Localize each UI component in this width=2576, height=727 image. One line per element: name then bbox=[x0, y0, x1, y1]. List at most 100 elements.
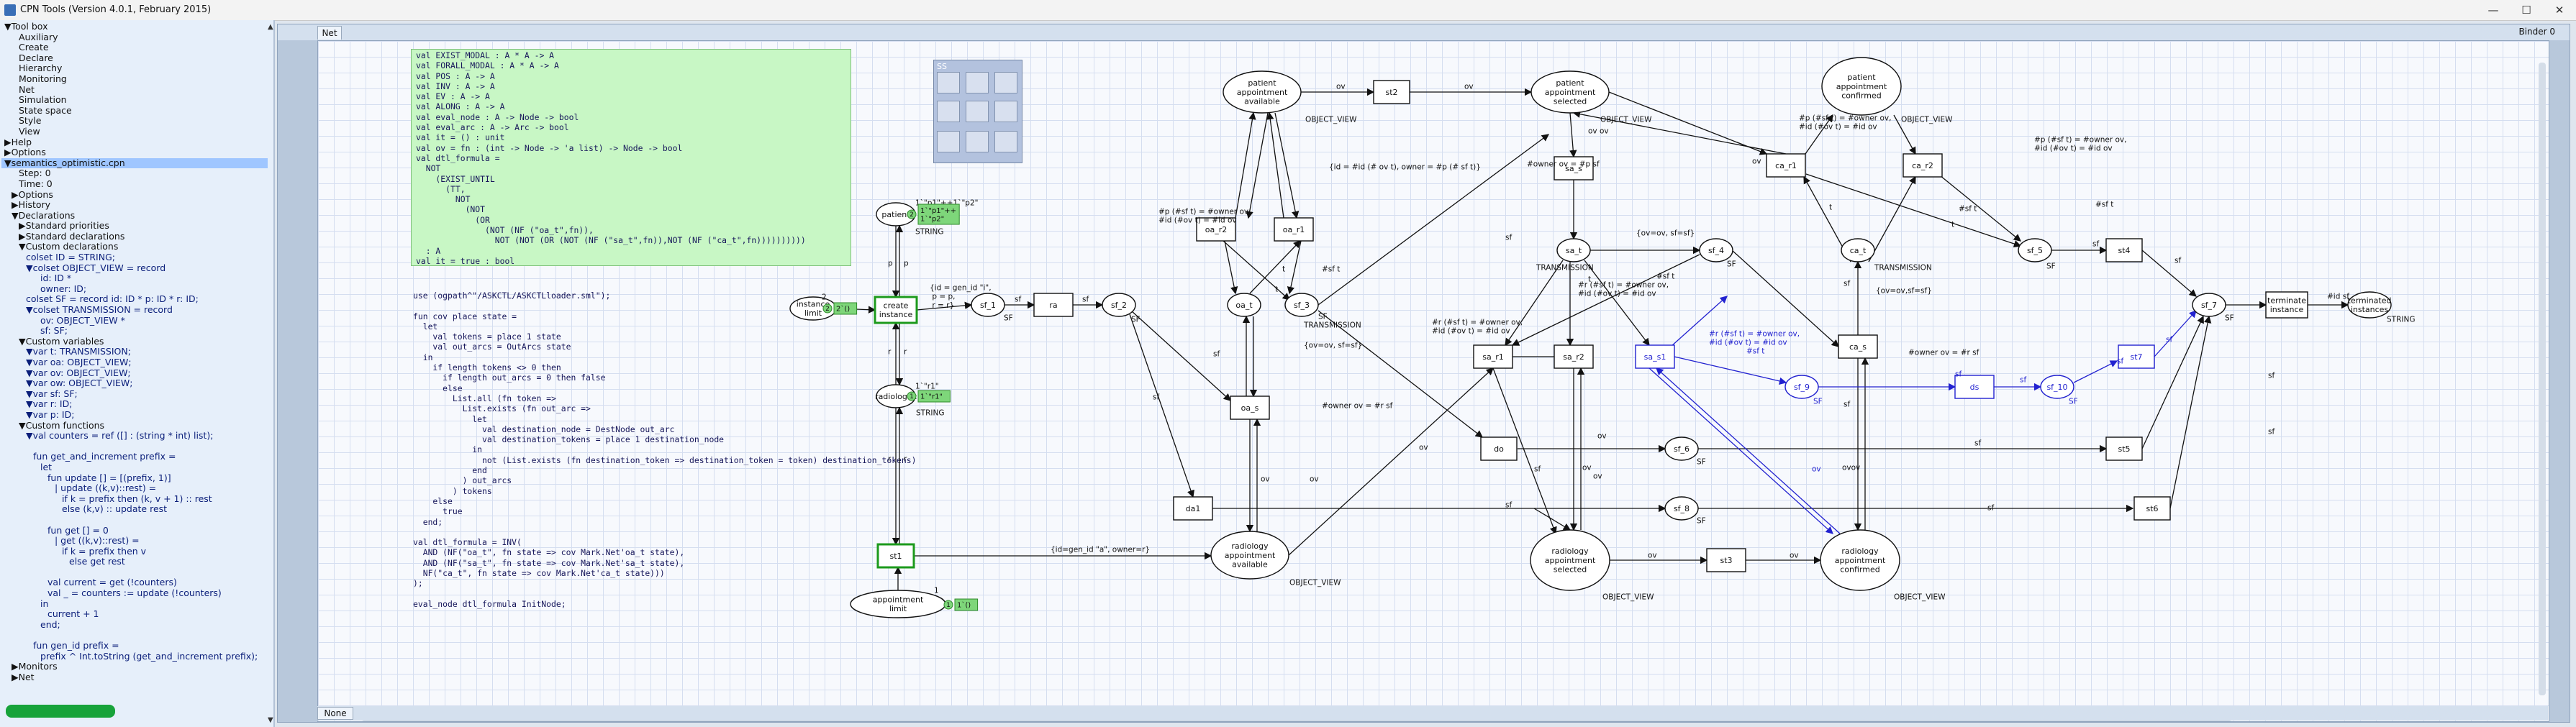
arc[interactable] bbox=[1805, 173, 2022, 248]
transition-st7[interactable] bbox=[2118, 344, 2155, 369]
arc[interactable] bbox=[1868, 175, 1916, 262]
transition-sa_r1[interactable] bbox=[1473, 344, 1513, 369]
tree-item[interactable]: Monitoring bbox=[19, 73, 67, 84]
tree-item[interactable]: State space bbox=[19, 105, 72, 116]
arc-highlighted[interactable] bbox=[2154, 310, 2197, 357]
place-sf_6[interactable] bbox=[1664, 436, 1699, 461]
arc[interactable] bbox=[1505, 260, 1564, 347]
transition-st2[interactable] bbox=[1373, 80, 1410, 104]
token-marking-box[interactable] bbox=[954, 598, 979, 611]
ss-tool-icon[interactable] bbox=[994, 72, 1017, 93]
tree-item[interactable]: else get rest bbox=[69, 557, 125, 567]
place-oa_t[interactable] bbox=[1227, 293, 1261, 317]
tree-item[interactable]: fun get_and_increment prefix = bbox=[33, 452, 176, 462]
tree-item[interactable]: ▼semantics_optimistic.cpn bbox=[1, 157, 268, 169]
place-terminated_instances[interactable] bbox=[2347, 291, 2392, 319]
tree-item[interactable]: Auxiliary bbox=[19, 32, 58, 42]
tree-item[interactable]: Time: 0 bbox=[19, 178, 53, 189]
ss-tool-icon[interactable] bbox=[937, 131, 960, 152]
arc[interactable] bbox=[2141, 250, 2197, 297]
tree-item[interactable]: prefix ^ Int.toString (get_and_increment… bbox=[40, 651, 258, 662]
place-sf_7[interactable] bbox=[2192, 293, 2226, 317]
tree-item[interactable]: current + 1 bbox=[47, 609, 99, 620]
tree-item[interactable]: fun update [] = [(prefix, 1)] bbox=[47, 472, 171, 483]
arc[interactable] bbox=[1266, 111, 1284, 219]
tree-item[interactable]: in bbox=[40, 598, 49, 609]
token-count-marker[interactable] bbox=[907, 391, 917, 401]
tree-item[interactable]: View bbox=[19, 126, 40, 137]
minimize-button[interactable]: — bbox=[2487, 4, 2499, 17]
ml-evaluation-text[interactable]: use (ogpath^"/ASKCTL/ASKCTLloader.sml");… bbox=[413, 291, 917, 609]
arc[interactable] bbox=[916, 301, 973, 311]
transition-oa_r2[interactable] bbox=[1196, 217, 1236, 242]
tree-item[interactable]: colset SF = record id: ID * p: ID * r: I… bbox=[26, 294, 199, 305]
tree-item[interactable]: id: ID * bbox=[40, 273, 72, 284]
place-sf_5[interactable] bbox=[2018, 238, 2052, 262]
token-count-marker[interactable] bbox=[822, 303, 833, 314]
transition-oa_s[interactable] bbox=[1230, 395, 1270, 420]
arc-highlighted[interactable] bbox=[1656, 367, 1841, 534]
transition-sa_s1[interactable] bbox=[1635, 344, 1675, 369]
transition-ca_r2[interactable] bbox=[1902, 153, 1943, 178]
tree-item[interactable]: val _ = counters := update (!counters) bbox=[47, 588, 222, 599]
tree-item[interactable]: Create bbox=[19, 42, 49, 53]
tree-item[interactable]: ▶Standard priorities bbox=[19, 221, 109, 232]
place-radiology_appointment_available[interactable] bbox=[1210, 531, 1289, 580]
tree-item[interactable]: ▶Help bbox=[4, 137, 32, 147]
tree-item[interactable]: fun get [] = 0 bbox=[47, 525, 109, 536]
tree-item[interactable]: end; bbox=[40, 619, 60, 630]
vertical-scrollbar[interactable] bbox=[2539, 63, 2546, 695]
tree-item[interactable] bbox=[1, 567, 268, 578]
arc[interactable] bbox=[1511, 254, 1700, 346]
declaration-result-box[interactable] bbox=[411, 49, 851, 266]
tree-item[interactable]: ▼var t: TRANSMISSION; bbox=[26, 347, 131, 357]
token-marking-box[interactable] bbox=[917, 204, 960, 225]
transition-st6[interactable] bbox=[2133, 496, 2171, 521]
place-radiology_appointment_selected[interactable] bbox=[1530, 529, 1610, 591]
arc[interactable] bbox=[2141, 315, 2204, 449]
arc-highlighted[interactable] bbox=[2073, 360, 2118, 383]
transition-ca_r1[interactable] bbox=[1766, 153, 1806, 178]
transition-terminate_instance[interactable] bbox=[2265, 291, 2308, 319]
place-sf_1[interactable] bbox=[971, 293, 1005, 317]
arc[interactable] bbox=[2169, 315, 2212, 509]
place-patient_appointment_confirmed[interactable] bbox=[1821, 57, 1902, 116]
arc[interactable] bbox=[1731, 250, 1839, 347]
arc[interactable] bbox=[1246, 112, 1269, 219]
tree-item[interactable]: ▼var ow: OBJECT_VIEW; bbox=[26, 378, 133, 389]
arc[interactable] bbox=[1288, 367, 1494, 556]
tree-item[interactable]: ▶Standard declarations bbox=[19, 231, 125, 242]
arc[interactable] bbox=[1235, 111, 1256, 219]
tree-item[interactable]: ▼val counters = ref ([] : (string * int)… bbox=[26, 431, 214, 442]
transition-create_instance[interactable] bbox=[874, 296, 918, 324]
tree-item[interactable]: Step: 0 bbox=[19, 168, 51, 179]
tree-item[interactable]: colset ID = STRING; bbox=[26, 252, 115, 263]
arc[interactable] bbox=[1249, 240, 1301, 294]
maximize-button[interactable]: ☐ bbox=[2521, 4, 2531, 17]
tree-item[interactable]: ▼Custom variables bbox=[19, 336, 104, 347]
arc[interactable] bbox=[1608, 91, 1768, 155]
arc[interactable] bbox=[1893, 114, 1916, 155]
scroll-down-icon[interactable]: ▼ bbox=[268, 716, 273, 724]
arc[interactable] bbox=[1584, 260, 1650, 347]
arc-highlighted[interactable] bbox=[1674, 356, 1787, 385]
tree-item[interactable] bbox=[1, 630, 268, 641]
token-marking-box[interactable] bbox=[917, 390, 951, 403]
tree-item[interactable]: ▼Custom declarations bbox=[19, 242, 119, 252]
tree-item[interactable]: ▼Custom functions bbox=[19, 420, 105, 431]
arc[interactable] bbox=[1318, 134, 1550, 306]
tree-item[interactable]: Net bbox=[19, 84, 35, 95]
arc[interactable] bbox=[1492, 367, 1557, 535]
tree-item[interactable]: ov: OBJECT_VIEW * bbox=[40, 315, 125, 326]
tree-item[interactable]: ▼var oa: OBJECT_VIEW; bbox=[26, 357, 132, 367]
tree-item[interactable]: Style bbox=[19, 116, 42, 127]
ss-tool-icon[interactable] bbox=[966, 101, 989, 122]
tree-item[interactable] bbox=[1, 442, 268, 452]
tree-item[interactable]: ▼Tool box bbox=[4, 22, 48, 32]
arc[interactable] bbox=[1223, 240, 1290, 301]
tree-item[interactable]: ▼Declarations bbox=[12, 210, 76, 221]
place-patient_appointment_available[interactable] bbox=[1223, 70, 1302, 114]
arc[interactable] bbox=[1129, 314, 1194, 498]
tree-item[interactable]: Declare bbox=[19, 52, 53, 63]
transition-ra[interactable] bbox=[1033, 293, 1074, 317]
